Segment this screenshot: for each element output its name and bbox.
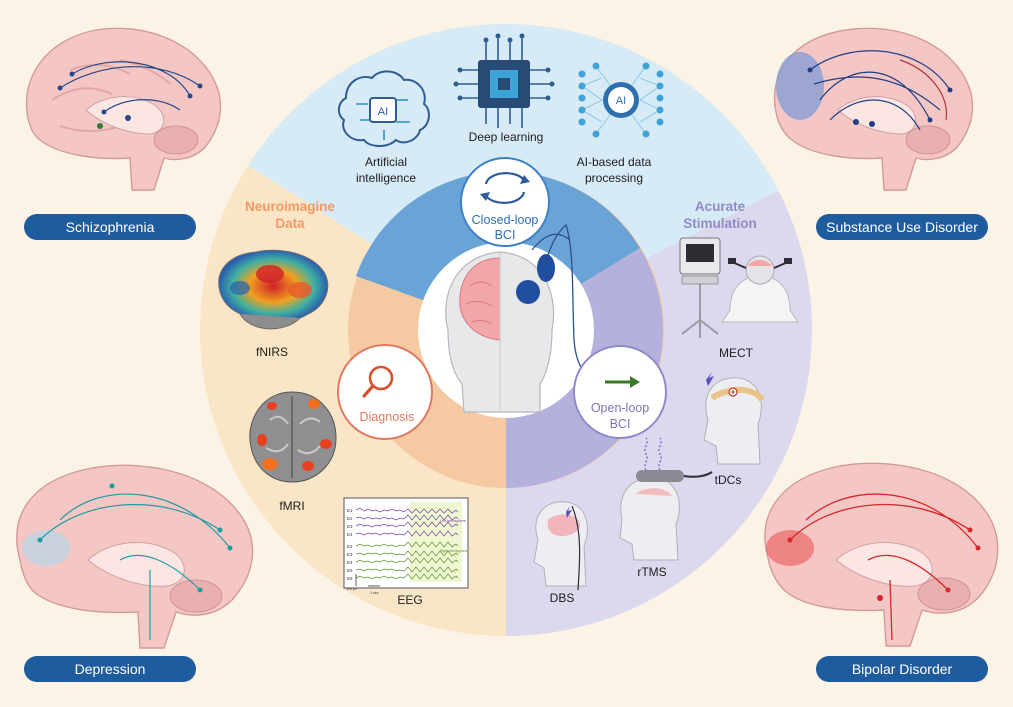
brain-substance-use <box>773 27 974 191</box>
ai-label-2: intelligence <box>356 171 416 185</box>
rtms-head-image <box>619 437 713 561</box>
ai-brain-icon: AI <box>338 70 430 147</box>
eeg-ch-8: E5 <box>347 568 353 573</box>
closed-loop-node: Closed-loop BCI <box>460 157 550 247</box>
diagnosis-label: Diagnosis <box>360 410 415 424</box>
eeg-ch-4: E4 <box>347 532 353 537</box>
eeg-ch-1: E1 <box>347 508 353 513</box>
eeg-ch-3: E3 <box>347 524 353 529</box>
ai-data-label-2: processing <box>585 171 643 185</box>
fnirs-brain-image <box>218 249 329 330</box>
arrow-right-icon <box>605 376 640 388</box>
pill-substance-use-label: Substance Use Disorder <box>826 219 978 235</box>
eeg-scale-t: 1 sec <box>370 591 379 595</box>
mect-device-image <box>679 237 799 338</box>
magnifier-icon <box>362 365 394 398</box>
closed-loop-label-2: BCI <box>495 228 516 242</box>
pill-substance-use: Substance Use Disorder <box>816 214 988 240</box>
mect-label: MECT <box>719 346 754 360</box>
dbs-label: DBS <box>550 591 575 605</box>
diagnosis-node: Diagnosis <box>337 344 433 440</box>
eeg-ch-2: E2 <box>347 516 353 521</box>
eeg-left-label: Left hemisphere <box>440 519 466 523</box>
fnirs-label: fNIRS <box>256 345 288 359</box>
fmri-label: fMRI <box>279 499 304 513</box>
neuro-title-1: Neuroimagine <box>245 199 336 214</box>
electrode-small <box>537 254 555 282</box>
pill-depression: Depression <box>24 656 196 682</box>
ai-badge-right: AI <box>616 95 626 107</box>
ai-label-1: Artificial <box>365 155 407 169</box>
eeg-ch-7: E4 <box>347 560 353 565</box>
brain-depression <box>16 464 254 649</box>
electrode-disc <box>516 280 540 304</box>
open-loop-node: Open-loop BCI <box>573 345 667 439</box>
cycle-arrows-icon <box>480 172 530 204</box>
eeg-ch-6: E3 <box>347 552 353 557</box>
pill-schizophrenia: Schizophrenia <box>24 214 196 240</box>
eeg-scale-v: 100 μV <box>346 587 358 591</box>
eeg-plot: E1 E2 E3 E4 E2 E3 E4 E5 E6 Left hemisphe… <box>343 497 469 595</box>
pill-bipolar-label: Bipolar Disorder <box>852 661 953 677</box>
closed-loop-label-1: Closed-loop <box>472 213 539 227</box>
brain-schizophrenia <box>25 27 222 191</box>
pill-schizophrenia-label: Schizophrenia <box>66 219 155 235</box>
rtms-label: rTMS <box>637 565 666 579</box>
eeg-label: EEG <box>397 593 422 607</box>
pill-bipolar: Bipolar Disorder <box>816 656 988 682</box>
ai-badge-left: AI <box>378 106 388 118</box>
brain-bipolar <box>764 462 999 647</box>
eeg-ch-9: E6 <box>347 576 353 581</box>
fmri-brain-image <box>249 391 337 483</box>
ai-data-label-1: AI-based data <box>577 155 652 169</box>
stim-title-1: Acurate <box>695 199 746 214</box>
neural-network-icon: AI <box>578 62 664 138</box>
chip-icon <box>453 33 555 128</box>
open-loop-label-1: Open-loop <box>591 401 649 415</box>
eeg-right-label: Right hemisphere <box>440 549 468 553</box>
dbs-head-image <box>533 501 588 591</box>
eeg-ch-5: E2 <box>347 544 353 549</box>
stim-title-2: Stimulation <box>683 216 757 231</box>
tdcs-head-image <box>703 372 765 465</box>
open-loop-label-2: BCI <box>610 417 631 431</box>
tdcs-label: tDCs <box>715 473 742 487</box>
neuro-title-2: Data <box>275 216 305 231</box>
deep-learning-label: Deep learning <box>469 130 544 144</box>
pill-depression-label: Depression <box>75 661 146 677</box>
